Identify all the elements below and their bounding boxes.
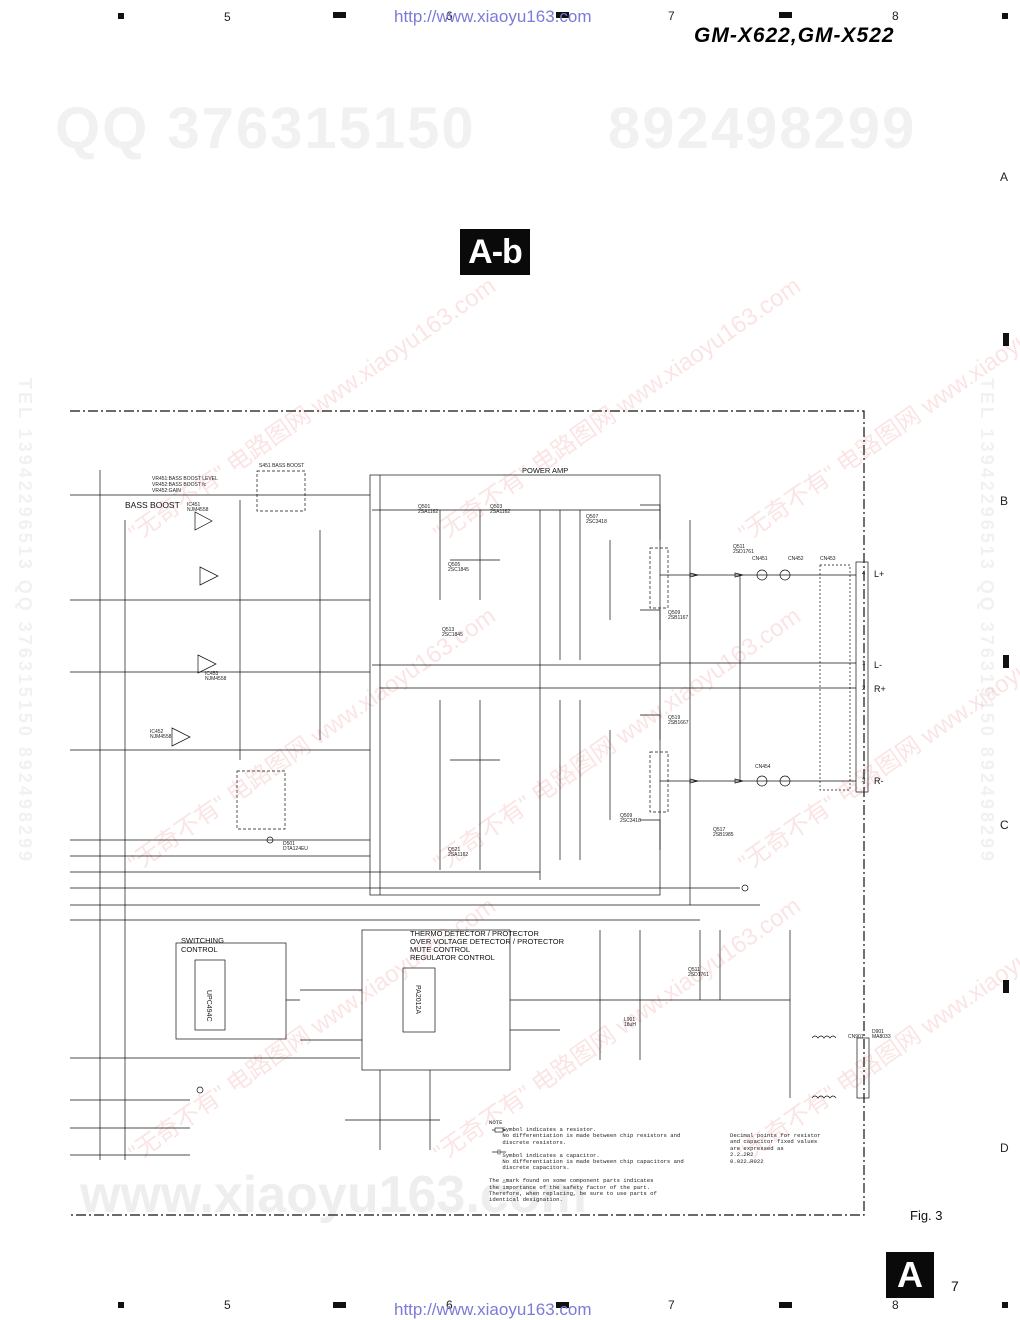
registration-mark <box>1003 655 1009 668</box>
registration-mark <box>333 12 346 18</box>
bass-boost-switch-box <box>256 470 306 512</box>
part-label: CN454 <box>755 764 771 770</box>
column-number: 7 <box>668 9 675 23</box>
registration-mark <box>779 12 792 18</box>
terminal-number: 1 <box>862 661 866 667</box>
watermark-tel-right: TEL 13942296513 QQ 376315150 892498299 <box>977 378 997 864</box>
resistor-symbol-icon <box>492 1127 506 1133</box>
part-label: Q511 2SD1761 <box>733 544 754 555</box>
registration-mark <box>1003 333 1009 346</box>
speaker-terminal-label: L- <box>874 660 883 670</box>
registration-mark <box>556 1302 569 1308</box>
registration-mark <box>1002 13 1008 19</box>
protector-ic-label: PA2012A <box>414 985 421 1015</box>
schematic-border <box>70 410 865 1216</box>
watermark-qq: 892498299 <box>608 96 917 161</box>
part-label: IC453 NJM4558 <box>205 671 227 682</box>
protector-label: THERMO DETECTOR / PROTECTOR OVER VOLTAGE… <box>410 929 565 962</box>
row-letter: D <box>1000 1141 1009 1155</box>
bass-boost-label: BASS BOOST <box>125 500 180 510</box>
part-label: CN901 <box>848 1034 864 1040</box>
part-label: Q521 2SA1162 <box>448 847 469 858</box>
registration-mark <box>556 12 569 18</box>
header-url-link[interactable]: http://www.xiaoyu163.com <box>394 7 592 26</box>
terminal-number: 4 <box>862 571 866 577</box>
part-label: Q519 2SB1667 <box>668 715 689 726</box>
registration-mark <box>779 1302 792 1308</box>
switching-control-box <box>175 942 287 1040</box>
column-number: 8 <box>892 9 899 23</box>
part-label: Q505 2SC1845 <box>448 562 469 573</box>
footer-url-link[interactable]: http://www.xiaoyu163.com <box>394 1300 592 1319</box>
speaker-terminal-label: R- <box>874 776 884 786</box>
note-text-right: Decimal points for resistor and capacito… <box>730 1132 821 1165</box>
registration-mark <box>118 1302 124 1308</box>
part-label: Q509 2SC3418 <box>620 813 641 824</box>
column-number: 6 <box>446 1298 453 1312</box>
power-amp-label: POWER AMP <box>522 466 569 475</box>
column-number: 8 <box>892 1298 899 1312</box>
speaker-terminal-label: L+ <box>874 569 885 579</box>
row-letter: C <box>1000 818 1009 832</box>
registration-mark <box>1003 980 1009 993</box>
watermark-tel-left: TEL 13942296513 QQ 376315150 892498299 <box>15 378 35 864</box>
page-badge: A <box>886 1252 934 1298</box>
watermark-bottom: www.xiaoyu163.com <box>80 1166 587 1224</box>
part-label: CN453 <box>820 556 836 562</box>
part-label: L901 18uH <box>624 1017 636 1028</box>
part-label: D501 DTA124EU <box>283 841 308 852</box>
registration-mark <box>118 13 124 19</box>
power-connector <box>856 1037 870 1099</box>
part-label: Q511 2SD1761 <box>688 967 709 978</box>
watermark-qq: QQ 376315150 <box>55 96 476 161</box>
model-title: GM-X622,GM-X522 <box>694 24 895 47</box>
part-label: Q517 2SB1985 <box>713 827 734 838</box>
part-label: Q503 2SA1162 <box>490 504 511 515</box>
capacitor-symbol-icon <box>492 1149 506 1155</box>
row-letter: A <box>1000 170 1009 184</box>
terminal-number: 2 <box>862 686 866 692</box>
control-legend: VR451:BASS BOOST LEVEL VR452:BASS BOOST … <box>152 476 218 494</box>
registration-mark <box>333 1302 346 1308</box>
part-label: Q509 2SB1167 <box>668 610 689 621</box>
column-number: 7 <box>668 1298 675 1312</box>
speaker-connector <box>855 561 869 793</box>
part-label: CN451 <box>752 556 768 562</box>
bass-boost-switch-label: S451 BASS BOOST <box>259 463 305 469</box>
power-amp-block <box>369 474 661 896</box>
part-label: IC451 NJM4558 <box>187 502 209 513</box>
bass-boost-switch-box <box>236 770 286 830</box>
registration-mark <box>1002 1302 1008 1308</box>
switching-ic-label: UPC494C <box>205 990 212 1022</box>
part-label: Q501 2SA1162 <box>418 504 439 515</box>
part-label: D901 MA8033 <box>872 1029 891 1040</box>
terminal-number: 3 <box>862 778 866 784</box>
note-title: NOTE <box>489 1119 503 1126</box>
part-label: CN452 <box>788 556 804 562</box>
part-label: Q507 2SC3418 <box>586 514 607 525</box>
switching-control-label: SWITCHING CONTROL <box>181 936 224 954</box>
page-number: 7 <box>951 1278 959 1294</box>
part-label: Q513 2SC1845 <box>442 627 463 638</box>
note-text-left: Symbol indicates a resistor. No differen… <box>489 1126 684 1204</box>
column-number: 5 <box>224 1298 231 1312</box>
sheet-badge: A-b <box>460 229 530 275</box>
column-number: 5 <box>224 10 231 24</box>
row-letter: B <box>1000 494 1009 508</box>
part-label: IC452 NJM4558 <box>150 729 172 740</box>
figure-label: Fig. 3 <box>910 1208 943 1223</box>
speaker-terminal-label: R+ <box>874 684 886 694</box>
column-number: 6 <box>446 9 453 23</box>
